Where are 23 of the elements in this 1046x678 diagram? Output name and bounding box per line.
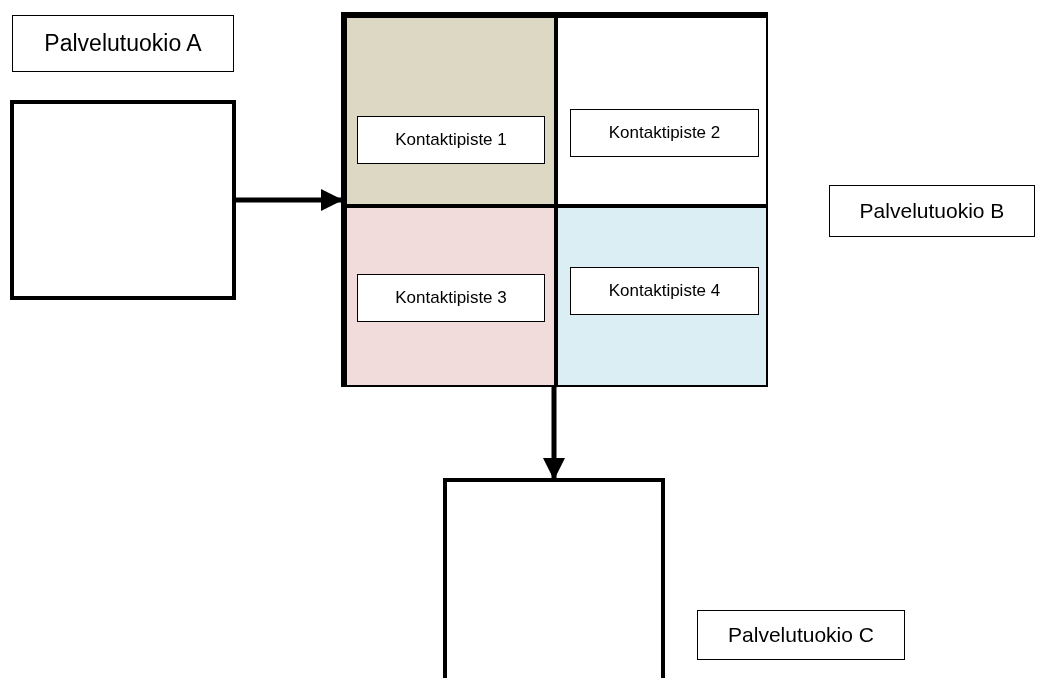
touchpoint-cell — [556, 16, 768, 206]
touchpoint-label: Kontaktipiste 1 — [395, 130, 507, 150]
touchpoint-box — [570, 109, 759, 157]
touchpoint-label: Kontaktipiste 4 — [608, 281, 721, 301]
touchpoint-label: Kontaktipiste 2 — [608, 123, 721, 143]
label-box — [12, 15, 234, 72]
touchpoint-cell — [345, 16, 556, 206]
service-label: Palvelutuokio A — [44, 30, 202, 57]
touchpoint-box — [570, 267, 759, 315]
arrow — [236, 189, 343, 211]
touchpoint-cell — [345, 206, 556, 387]
touchpoint-cell — [556, 206, 768, 387]
service-box — [341, 12, 768, 387]
label-box — [697, 610, 905, 660]
service-label: Palvelutuokio B — [859, 199, 1005, 223]
service-box — [443, 478, 665, 678]
service-label: Palvelutuokio C — [728, 623, 874, 647]
touchpoint-label: Kontaktipiste 3 — [395, 288, 507, 308]
touchpoint-box — [357, 116, 545, 164]
label-box — [829, 185, 1035, 237]
service-box — [10, 100, 236, 300]
arrow — [543, 387, 565, 480]
touchpoint-box — [357, 274, 545, 322]
